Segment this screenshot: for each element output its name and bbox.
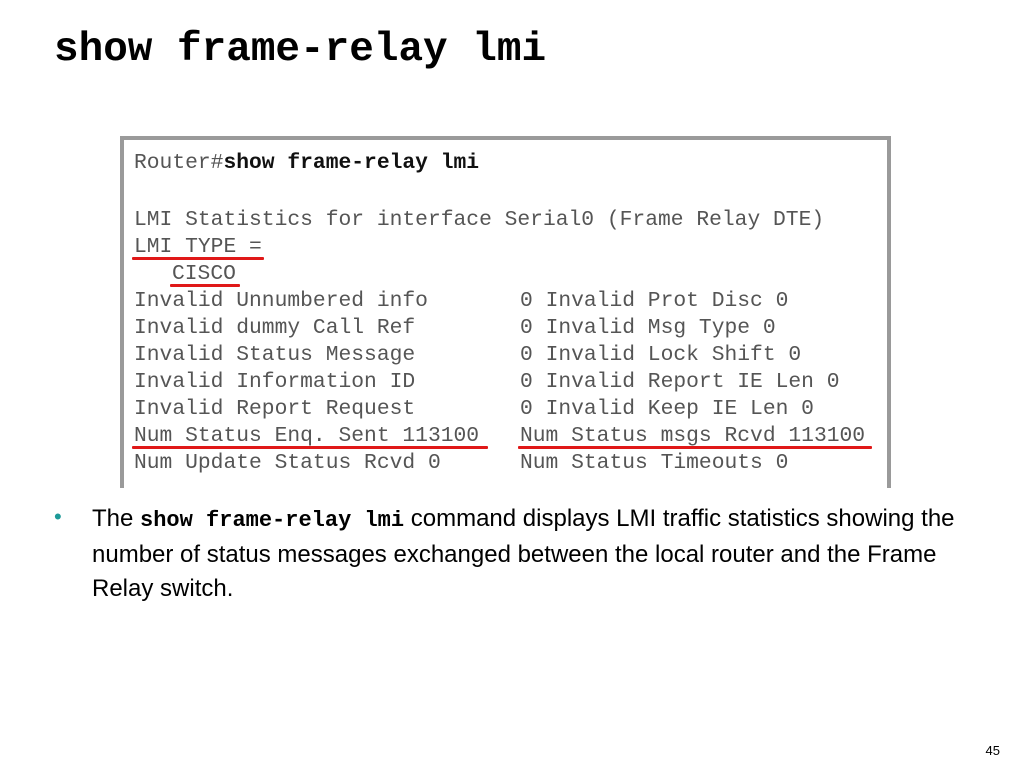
row-right-text: Invalid Keep IE Len 0 <box>545 397 814 421</box>
router-prompt: Router# <box>134 151 224 175</box>
row-right: 0 Invalid Lock Shift 0 <box>520 342 801 368</box>
command-text: show frame-relay lmi <box>223 151 480 175</box>
row-right: 0 Invalid Report IE Len 0 <box>520 369 840 395</box>
row-right-text: Invalid Prot Disc 0 <box>545 289 789 313</box>
row-right-text: Invalid Lock Shift 0 <box>545 343 802 367</box>
bullet-item: The show frame-relay lmi command display… <box>92 502 992 606</box>
row-right: 0 Invalid Keep IE Len 0 <box>520 396 814 422</box>
bullet-suffix: command displays LMI traffic statistics … <box>92 505 955 602</box>
status-enq-underline <box>132 446 488 449</box>
row-right-status-rcvd: Num Status msgs Rcvd 113100 <box>520 424 866 448</box>
terminal-output: Router#show frame-relay lmi LMI Statisti… <box>120 136 891 488</box>
stats-header-line: LMI Statistics for interface Serial0 (Fr… <box>134 208 825 232</box>
row-left-value: 0 <box>520 289 533 313</box>
lmi-type-line: LMI TYPE = <box>134 235 262 259</box>
lmi-type-value: CISCO <box>172 262 236 286</box>
row-left: Invalid Information ID <box>134 370 416 394</box>
row-left-status-enq: Num Status Enq. Sent 113100 <box>134 424 480 448</box>
row-left-value: 0 <box>520 397 533 421</box>
bullet-icon: • <box>54 504 62 529</box>
row-left-value: 0 <box>520 316 533 340</box>
row-left: Invalid Status Message <box>134 343 416 367</box>
bullet-prefix: The <box>92 505 141 532</box>
row-right-text: Invalid Msg Type 0 <box>545 316 776 340</box>
row-left-value: 0 <box>520 343 533 367</box>
bullet-command: show frame-relay lmi <box>140 508 405 533</box>
prompt-line: Router#show frame-relay lmi <box>134 150 479 176</box>
page-number: 45 <box>985 743 1000 758</box>
status-rcvd-underline <box>518 446 872 449</box>
row-right-text: Invalid Report IE Len 0 <box>545 370 840 394</box>
cisco-underline <box>170 284 240 287</box>
row-left-value: 0 <box>520 370 533 394</box>
row-right: 0 Invalid Prot Disc 0 <box>520 288 788 314</box>
row-left: Invalid dummy Call Ref <box>134 316 416 340</box>
slide-title: show frame-relay lmi <box>54 27 547 73</box>
lmi-type-underline <box>132 257 264 260</box>
row-right: 0 Invalid Msg Type 0 <box>520 315 776 341</box>
row-left-update-status: Num Update Status Rcvd 0 <box>134 451 441 475</box>
row-right-timeouts: Num Status Timeouts 0 <box>520 451 789 475</box>
row-left: Invalid Unnumbered info <box>134 289 428 313</box>
row-left: Invalid Report Request <box>134 397 416 421</box>
